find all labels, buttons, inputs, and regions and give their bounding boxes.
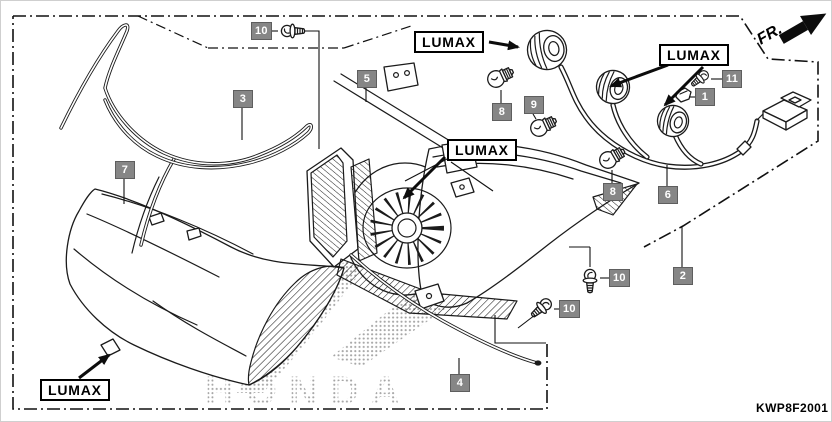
bulb — [530, 116, 558, 137]
part-callout-8[interactable]: 8 — [492, 103, 512, 121]
part-callout-1[interactable]: 1 — [695, 88, 715, 106]
part-callout-10b[interactable]: 10 — [609, 269, 630, 287]
screw — [280, 23, 306, 39]
trim-strip — [349, 253, 542, 366]
front-direction-arrow — [778, 13, 827, 44]
bulb-socket — [595, 69, 631, 105]
part-callout-7[interactable]: 7 — [115, 161, 135, 179]
part-callout-8b[interactable]: 8 — [603, 183, 623, 201]
headlight-unit — [306, 62, 640, 320]
part-callout-6[interactable]: 6 — [658, 186, 678, 204]
diagram-code: KWP8F2001 — [756, 401, 829, 415]
bulb-socket — [656, 104, 690, 138]
part-callout-10[interactable]: 10 — [251, 22, 272, 40]
diagram-border — [12, 15, 819, 410]
part-callout-2[interactable]: 2 — [673, 267, 693, 285]
part-callout-11[interactable]: 11 — [722, 70, 743, 88]
brand-label-center: LUMAX — [447, 139, 517, 161]
part-callout-5[interactable]: 5 — [357, 70, 377, 88]
subassembly-boundary — [137, 15, 415, 49]
brand-label-bottom-left: LUMAX — [40, 379, 110, 401]
screw — [690, 70, 709, 87]
screw — [530, 298, 553, 318]
bulb — [599, 147, 626, 169]
bulb-socket — [526, 29, 568, 71]
part-callout-9[interactable]: 9 — [524, 96, 544, 114]
garnish-slivers — [131, 157, 176, 254]
part-callout-10c[interactable]: 10 — [559, 300, 580, 318]
part-callout-3[interactable]: 3 — [233, 90, 253, 108]
leader-lines — [123, 30, 722, 374]
lumax-arrows — [78, 40, 705, 380]
part-callout-4[interactable]: 4 — [450, 374, 470, 392]
brand-label-top: LUMAX — [414, 31, 484, 53]
windshield-molding — [59, 23, 313, 170]
screw — [582, 268, 598, 294]
brand-label-right: LUMAX — [659, 44, 729, 66]
fairing-wing-hatched — [247, 265, 345, 386]
bulb — [487, 67, 515, 88]
harness-connector — [756, 91, 812, 131]
